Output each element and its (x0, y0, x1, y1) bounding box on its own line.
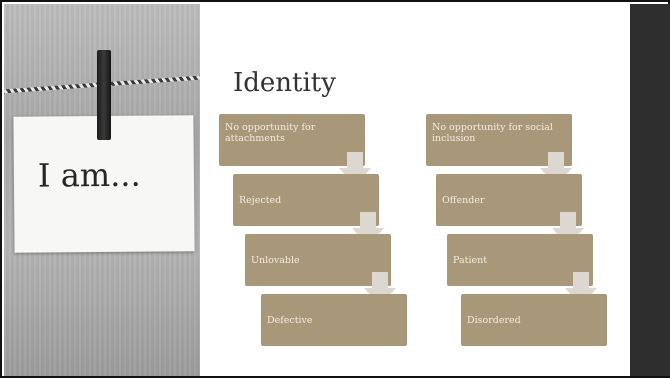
left-box-3-label: Unlovable (251, 254, 300, 266)
right-box-1: No opportunity for social inclusion (426, 114, 572, 166)
clothespin-photo: I am... (4, 4, 200, 376)
right-box-2: Offender (436, 174, 582, 226)
left-box-2: Rejected (233, 174, 379, 226)
left-box-3: Unlovable (245, 234, 391, 286)
clothespin (97, 50, 111, 140)
left-box-2-label: Rejected (239, 194, 282, 206)
left-box-4-label: Defective (267, 314, 313, 326)
right-box-4-label: Disordered (467, 314, 521, 326)
right-box-3-label: Patient (453, 254, 488, 266)
left-box-4: Defective (261, 294, 407, 346)
slide-sidebar (630, 4, 670, 376)
photo-caption: I am... (37, 155, 141, 195)
right-box-3: Patient (447, 234, 593, 286)
right-box-4: Disordered (461, 294, 607, 346)
left-box-1: No opportunity for attachments (219, 114, 365, 166)
left-box-1-label: No opportunity for attachments (225, 122, 316, 144)
slide-title: Identity (233, 68, 336, 98)
right-box-1-label: No opportunity for social inclusion (432, 122, 553, 144)
right-box-2-label: Offender (442, 194, 485, 206)
